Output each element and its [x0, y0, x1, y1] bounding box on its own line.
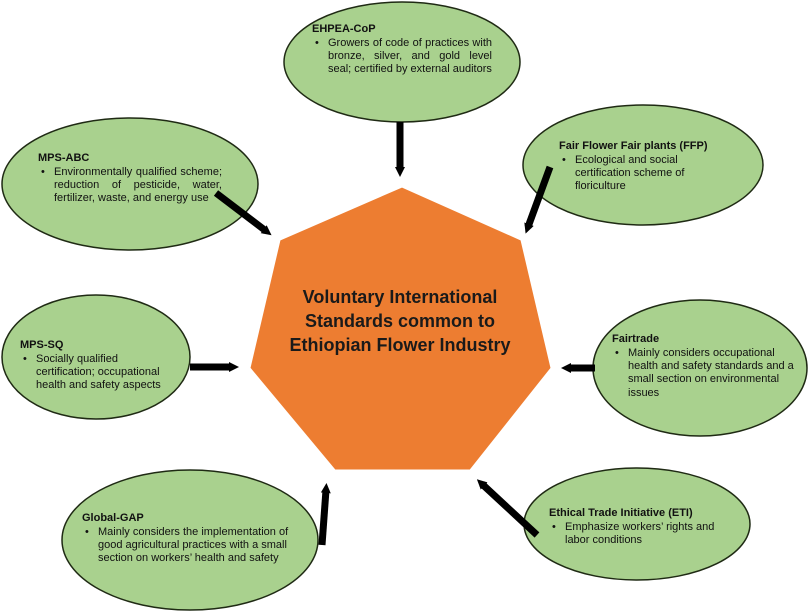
node-title: MPS-SQ [20, 339, 64, 351]
node-text: Growers of code of practices with bronze… [312, 37, 492, 77]
node-text: Socially qualified certification; occupa… [20, 353, 174, 393]
node-title: Ethical Trade Initiative (ETI) [549, 507, 693, 519]
center-line-2: Standards common to [304, 311, 496, 331]
node-title: EHPEA-CoP [312, 23, 376, 35]
node-mps-sq: MPS-SQ Socially qualified certification;… [20, 339, 174, 393]
arrow-global-gap [318, 483, 331, 546]
arrow-mps-abc [213, 190, 272, 236]
node-title: MPS-ABC [38, 152, 90, 164]
central-heptagon [249, 186, 552, 471]
node-global-gap: Global-GAP Mainly considers the implemen… [82, 512, 296, 566]
node-ehpea-cop: EHPEA-CoP Growers of code of practices w… [312, 23, 492, 77]
node-text: Ecological and social certification sche… [559, 154, 729, 194]
node-text: Environmentally qualified scheme; reduct… [38, 166, 222, 206]
node-text: Mainly considers the implementation of g… [82, 526, 296, 566]
arrow-eti [476, 479, 540, 538]
node-title: Global-GAP [82, 512, 144, 524]
center-line-3: Ethiopian Flower Industry [289, 335, 511, 355]
node-eti: Ethical Trade Initiative (ETI) Emphasize… [549, 507, 739, 547]
node-text: Emphasize workers’ rights and labor cond… [549, 521, 739, 547]
center-line-1: Voluntary International [302, 287, 498, 307]
node-ffp: Fair Flower Fair plants (FFP) Ecological… [559, 140, 729, 194]
node-fairtrade: Fairtrade Mainly considers occupational … [612, 333, 798, 400]
node-text: Mainly considers occupational health and… [612, 347, 798, 400]
node-title: Fairtrade [612, 333, 660, 345]
node-title: Fair Flower Fair plants (FFP) [559, 140, 708, 152]
center-label: Voluntary International Standards common… [270, 285, 530, 357]
node-mps-abc: MPS-ABC Environmentally qualified scheme… [38, 152, 222, 206]
arrow-ffp [524, 165, 554, 234]
